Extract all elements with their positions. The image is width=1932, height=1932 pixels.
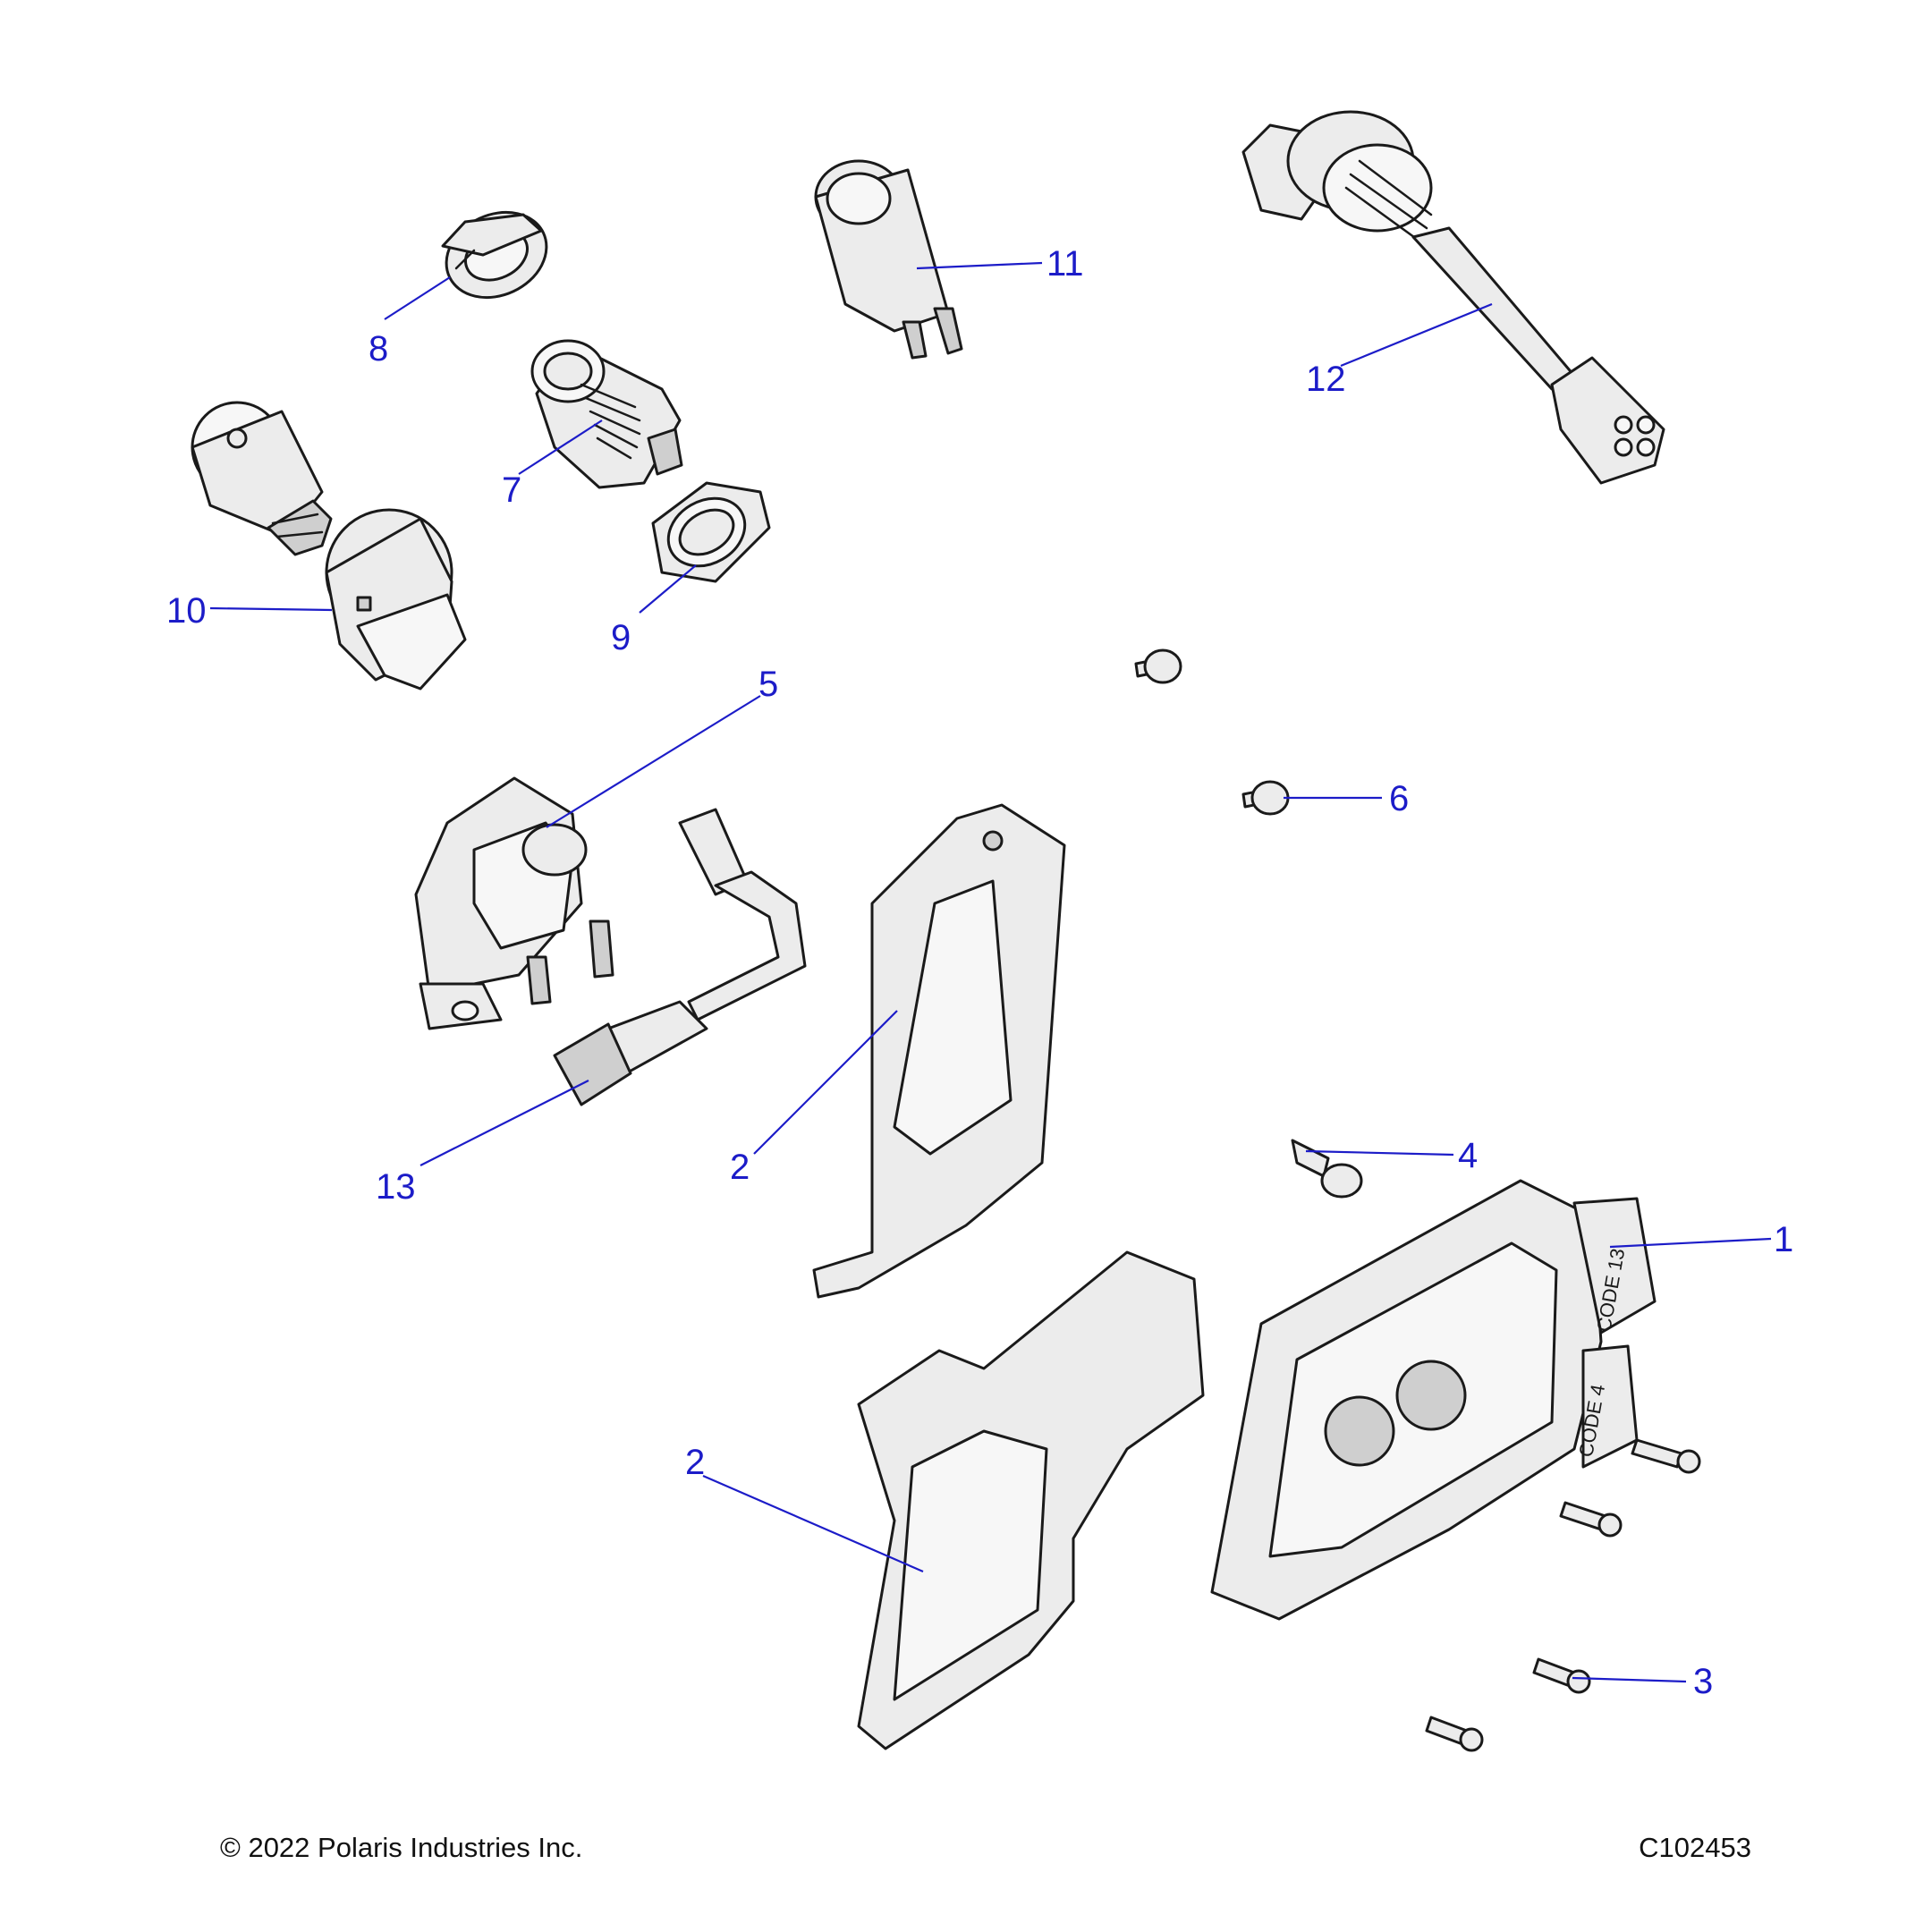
part-5-relay [414, 776, 614, 1030]
callout-9: 9 [611, 618, 631, 657]
leader-2-lower [702, 1474, 924, 1573]
part-13-pigtail [553, 808, 807, 1106]
part-11-buzzer [814, 159, 963, 360]
part-10-key-switch [191, 401, 467, 691]
leader-5 [546, 695, 761, 828]
part-2-cover-plate [857, 1250, 1205, 1750]
callout-3: 3 [1693, 1662, 1713, 1701]
leader-2-upper [753, 1010, 898, 1155]
fastener-6b [1241, 780, 1290, 816]
part-6-fasteners [1134, 648, 1290, 816]
part-3-screws [1425, 1438, 1701, 1752]
leader-10 [209, 606, 333, 612]
figure-id: C102453 [1639, 1832, 1751, 1863]
part-4-push-rivet [1291, 1139, 1363, 1199]
part-1-control-module: CODE 13 CODE 4 [1210, 1179, 1657, 1621]
callout-10: 10 [166, 591, 207, 631]
part-7-socket-body [530, 339, 683, 489]
callout-labels: 1 2 2 3 4 5 6 7 8 9 10 11 12 13 [166, 244, 1793, 1701]
callout-8: 8 [369, 329, 388, 369]
part-12-socket-harness [1241, 110, 1665, 485]
screw-3a [1631, 1438, 1701, 1474]
callout-4: 4 [1458, 1136, 1478, 1175]
leader-11 [916, 261, 1043, 270]
leader-13 [419, 1080, 589, 1166]
part-2-bracket-upper [812, 803, 1066, 1299]
callout-2-upper: 2 [730, 1148, 750, 1187]
callout-7: 7 [502, 470, 521, 510]
leader-4 [1305, 1149, 1454, 1157]
fastener-6a [1134, 648, 1182, 684]
leader-7 [518, 419, 603, 475]
callout-12: 12 [1306, 360, 1346, 399]
callout-11: 11 [1046, 244, 1084, 284]
part-8-ring [441, 210, 548, 300]
leader-8 [384, 276, 451, 320]
screw-3d [1425, 1716, 1484, 1752]
callout-2-lower: 2 [685, 1443, 705, 1482]
leader-9 [639, 564, 697, 614]
leader-1 [1609, 1237, 1772, 1249]
copyright-notice: © 2022 Polaris Industries Inc. [220, 1832, 583, 1863]
leader-12 [1340, 302, 1493, 368]
callout-13: 13 [376, 1167, 416, 1207]
part-9-hex-nut [651, 481, 771, 583]
leader-lines [209, 261, 1772, 1683]
callout-6: 6 [1389, 779, 1409, 818]
callout-1: 1 [1774, 1220, 1793, 1259]
screw-3c [1532, 1657, 1591, 1694]
callout-5: 5 [758, 665, 778, 704]
screw-3b [1559, 1501, 1623, 1538]
leader-3 [1572, 1676, 1687, 1683]
